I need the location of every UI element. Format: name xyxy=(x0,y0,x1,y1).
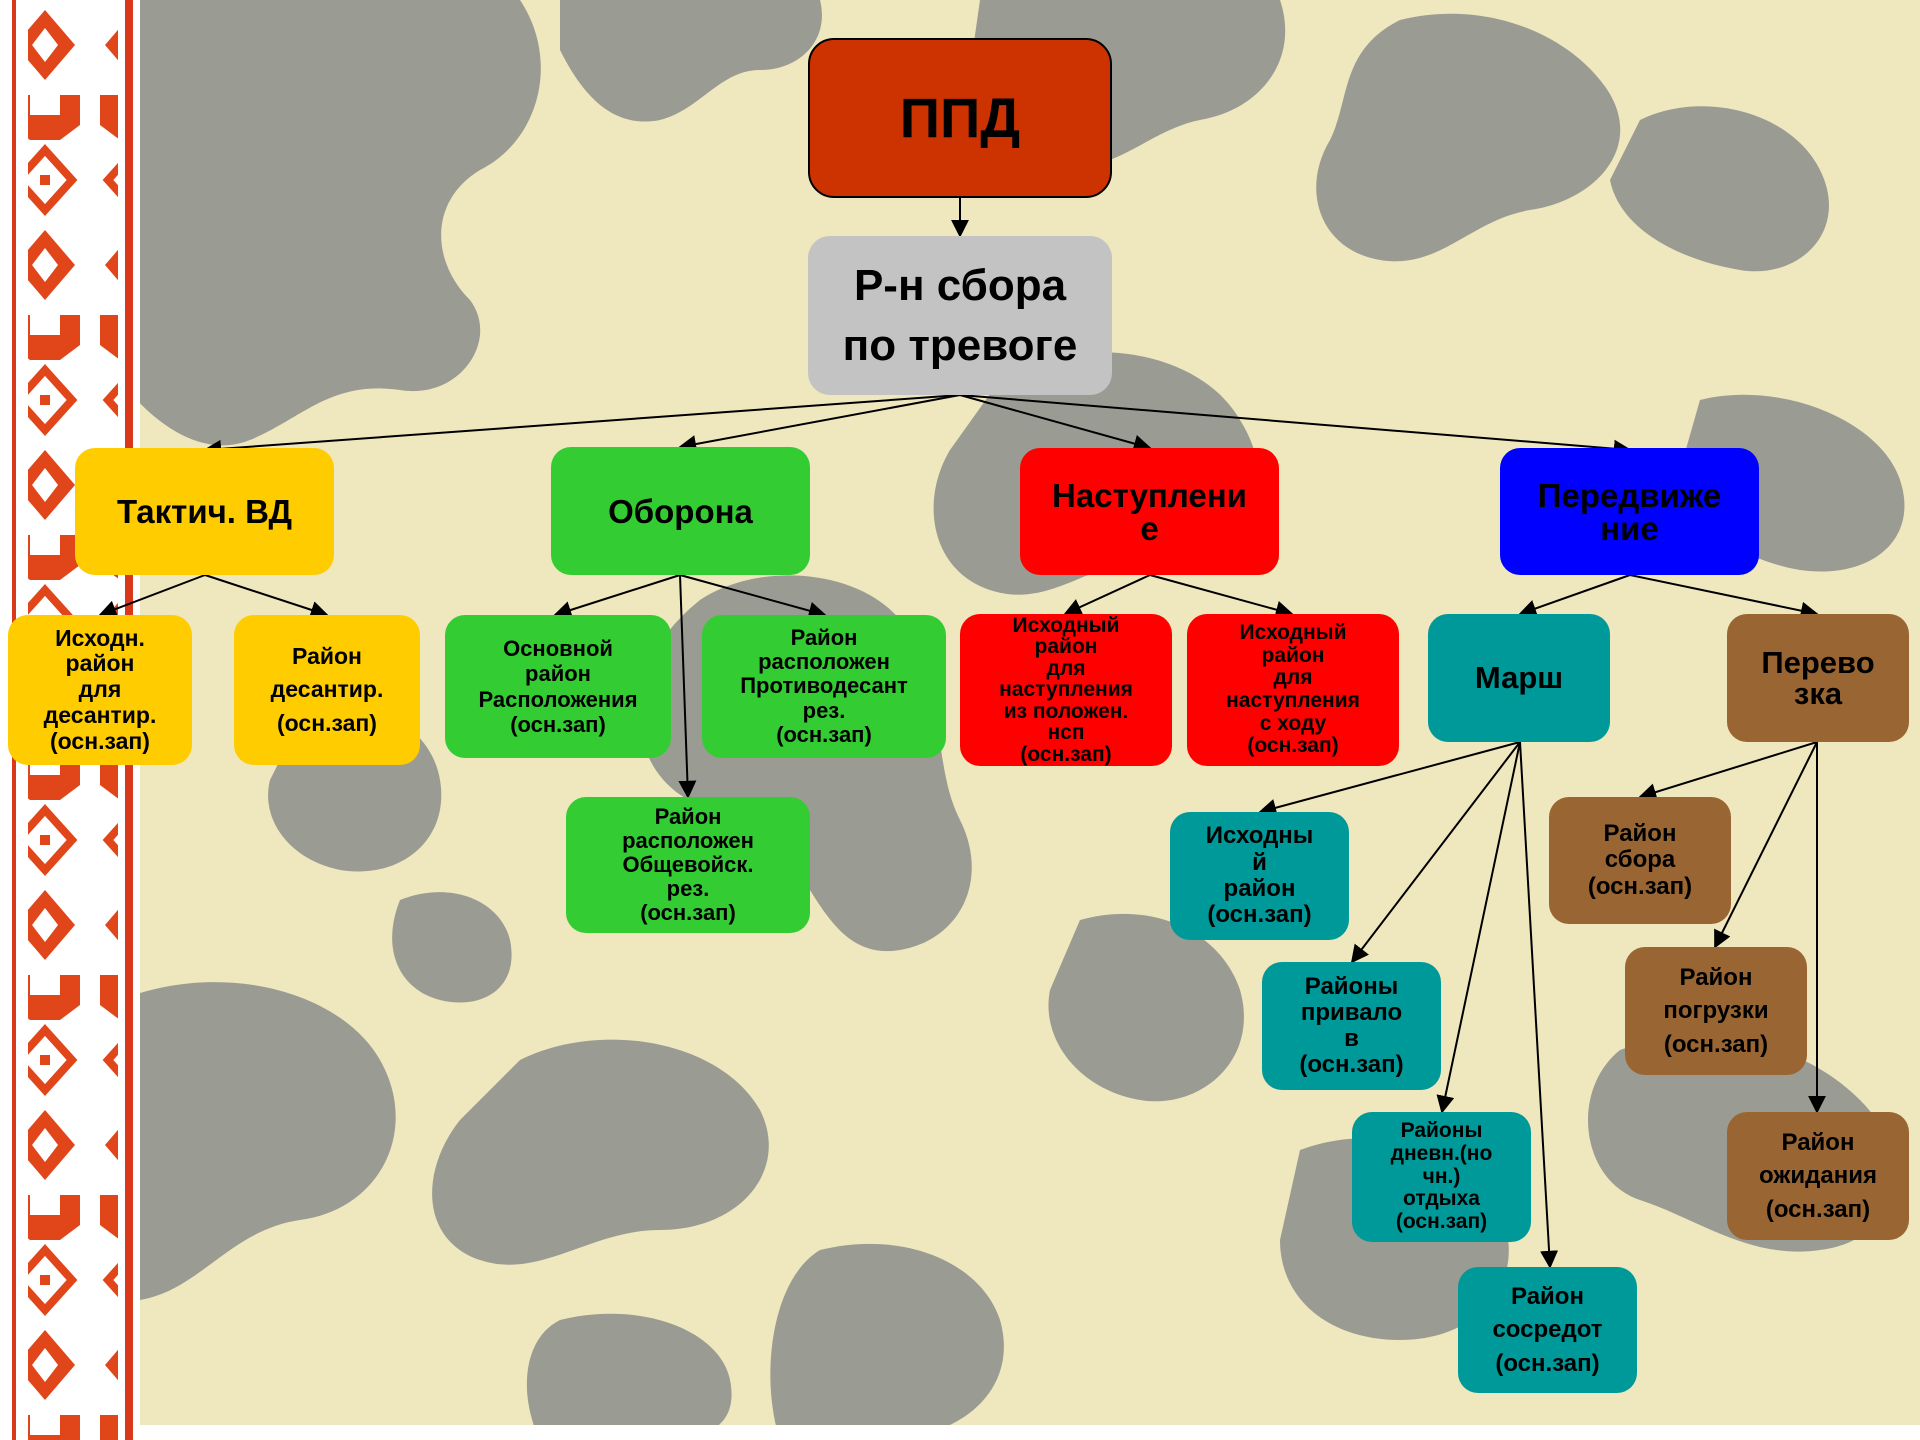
node-transport: Перево зка xyxy=(1727,614,1909,742)
node-line: Район xyxy=(1511,1282,1584,1310)
node-line: й xyxy=(1252,848,1267,876)
node-line: Районы xyxy=(1400,1119,1483,1143)
node-line: Общевойск. xyxy=(622,851,754,877)
node-offense-from-contact: Исходный район для наступления из положе… xyxy=(960,614,1172,766)
node-line: Исходный xyxy=(1012,614,1120,638)
node-offense-on-the-move: Исходный район для наступления с ходу (о… xyxy=(1187,614,1399,766)
node-line: ожидания xyxy=(1759,1162,1877,1190)
node-line: зка xyxy=(1793,676,1843,711)
node-line: привало xyxy=(1300,999,1403,1027)
node-transport-waiting-area: Район ожидания (осн.зап) xyxy=(1727,1112,1909,1240)
node-line: Перево xyxy=(1761,645,1875,680)
node-line: (осн.зап) xyxy=(1587,872,1693,900)
node-march-halt-areas: Районы привало в (осн.зап) xyxy=(1262,962,1441,1090)
node-defense-main-area: Основной район Расположения (осн.зап) xyxy=(445,615,671,758)
node-line: десантир. xyxy=(43,701,157,728)
node-line: район xyxy=(1223,875,1296,902)
node-offense-line: Наступлени xyxy=(1052,476,1247,514)
node-line: (осн.зап) xyxy=(1247,734,1339,758)
node-line: наступления xyxy=(1226,689,1360,712)
node-defense-combined-reserve: Район расположен Общевойск. рез. (осн.за… xyxy=(566,797,810,933)
node-line: Исходн. xyxy=(55,624,145,651)
node-line: район xyxy=(525,661,591,687)
node-march-start-area: Исходны й район (осн.зап) xyxy=(1170,812,1349,940)
node-line: расположен xyxy=(622,827,754,853)
node-line: для xyxy=(1046,656,1086,680)
node-march-concentration-area: Район сосредот (осн.зап) xyxy=(1458,1267,1637,1393)
node-line: Исходны xyxy=(1205,822,1314,850)
node-line: (осн.зап) xyxy=(1299,1050,1404,1078)
node-line: Районы xyxy=(1304,973,1399,1001)
node-march-label: Марш xyxy=(1474,659,1564,695)
node-line: сбора xyxy=(1604,846,1676,874)
node-line: Район xyxy=(790,625,858,651)
node-line: Основной xyxy=(503,635,613,661)
node-line: (осн.зап) xyxy=(640,900,736,926)
node-line: из положен. xyxy=(1003,699,1129,723)
node-assembly-line: Р-н сбора xyxy=(853,261,1067,311)
node-line: район xyxy=(1034,635,1098,659)
node-line: Район xyxy=(654,803,722,829)
node-line: Противодесант xyxy=(740,673,908,699)
node-assembly-area: Р-н сбора по тревоге xyxy=(808,236,1112,395)
node-line: в xyxy=(1344,1025,1359,1052)
node-movement-line: Передвиже xyxy=(1537,476,1722,514)
node-line: (осн.зап) xyxy=(1020,742,1112,766)
node-line: (осн.зап) xyxy=(50,727,150,754)
node-line: (осн.зап) xyxy=(277,709,377,736)
node-line: (осн.зап) xyxy=(1495,1349,1600,1377)
node-line: с ходу xyxy=(1259,711,1327,735)
node-line: Район xyxy=(1679,963,1753,991)
node-line: сосредот xyxy=(1492,1316,1603,1344)
node-line: (осн.зап) xyxy=(1207,901,1312,929)
node-line: Район xyxy=(1781,1128,1855,1156)
node-line: для xyxy=(1273,666,1313,690)
node-march: Марш xyxy=(1428,614,1610,742)
node-line: (осн.зап) xyxy=(1765,1195,1871,1223)
node-defense: Оборона xyxy=(551,447,810,575)
node-line: расположен xyxy=(758,649,890,675)
node-line: наступления xyxy=(999,678,1133,702)
node-movement: Передвиже ние xyxy=(1500,448,1759,575)
node-line: Район xyxy=(1603,819,1677,847)
node-transport-loading-area: Район погрузки (осн.зап) xyxy=(1625,947,1807,1075)
node-line: (осн.зап) xyxy=(1395,1210,1488,1233)
node-line: район xyxy=(1261,643,1325,667)
node-line: десантир. xyxy=(270,676,384,703)
node-march-rest-areas: Районы дневн.(но чн.) отдыха (осн.зап) xyxy=(1352,1112,1531,1242)
node-line: для xyxy=(78,676,122,703)
node-ppd-label: ППД xyxy=(899,85,1021,149)
node-tactical-start-area: Исходн. район для десантир. (осн.зап) xyxy=(8,615,192,765)
node-line: чн.) xyxy=(1422,1164,1461,1188)
node-line: отдыха xyxy=(1403,1187,1480,1211)
node-defense-label: Оборона xyxy=(608,492,753,530)
node-line: (осн.зап) xyxy=(510,711,606,737)
node-transport-assembly-area: Район сбора (осн.зап) xyxy=(1549,797,1731,924)
node-line: Район xyxy=(292,642,362,669)
node-line: Исходный xyxy=(1239,620,1347,644)
node-tactical-label: Тактич. ВД xyxy=(116,493,293,530)
node-ppd: ППД xyxy=(808,38,1112,198)
node-assembly-line: по тревоге xyxy=(842,320,1078,370)
node-offense: Наступлени е xyxy=(1020,448,1279,575)
node-movement-line: ние xyxy=(1600,509,1659,547)
node-line: (осн.зап) xyxy=(1663,1030,1769,1058)
node-line: рез. xyxy=(666,876,710,902)
node-line: дневн.(но xyxy=(1390,1141,1493,1165)
node-line: Расположения xyxy=(478,686,638,712)
node-offense-line: е xyxy=(1140,509,1159,547)
node-line: погрузки xyxy=(1663,997,1769,1025)
node-line: нсп xyxy=(1047,721,1085,745)
node-tactical-landing-area: Район десантир. (осн.зап) xyxy=(234,615,420,765)
node-line: (осн.зап) xyxy=(776,721,872,747)
node-line: район xyxy=(65,650,135,677)
node-tactical-airborne: Тактич. ВД xyxy=(75,448,334,575)
node-line: рез. xyxy=(802,697,846,723)
node-defense-antiairborne-reserve: Район расположен Противодесант рез. (осн… xyxy=(702,615,946,758)
